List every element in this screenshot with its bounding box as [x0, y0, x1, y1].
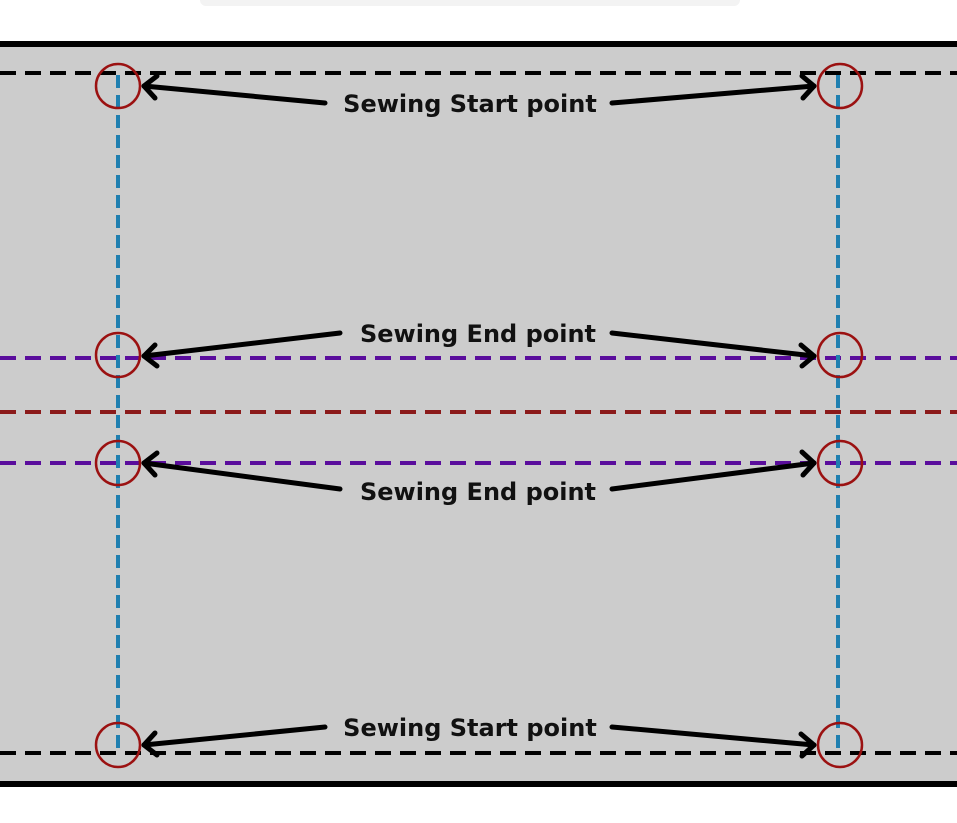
marker-circle-top-right: [816, 62, 864, 110]
arrow-upper-right: [609, 330, 817, 369]
marker-circle-upper-right: [816, 331, 864, 379]
label-bottom-start: Sewing Start point: [343, 714, 597, 742]
arrow-lower-left: [141, 450, 343, 492]
arrow-lower-right: [609, 449, 817, 492]
label-upper-end: Sewing End point: [360, 320, 596, 348]
marker-circle-bottom-left: [94, 721, 142, 769]
marker-circle-lower-left: [94, 439, 142, 487]
marker-circle-upper-left: [94, 331, 142, 379]
marker-circle-bottom-right: [816, 721, 864, 769]
arrow-upper-left: [141, 330, 343, 369]
label-lower-end: Sewing End point: [360, 478, 596, 506]
marker-circle-lower-right: [816, 439, 864, 487]
arrow-top-left: [141, 73, 328, 106]
label-top-start: Sewing Start point: [343, 90, 597, 118]
arrow-bottom-right: [609, 724, 817, 759]
marker-circle-top-left: [94, 62, 142, 110]
top-edge-shadow: [200, 0, 740, 6]
arrow-bottom-left: [141, 724, 328, 758]
arrow-top-right: [609, 73, 817, 106]
